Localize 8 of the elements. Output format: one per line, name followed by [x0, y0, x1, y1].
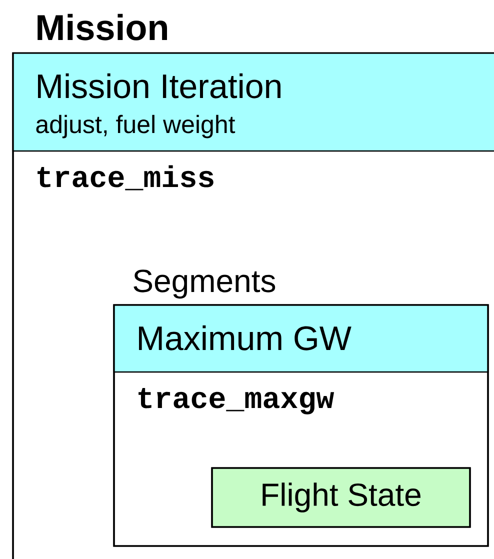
- trace-label: trace_maxgw: [138, 388, 334, 414]
- box-label: Flight State: [211, 467, 471, 528]
- box-title: Segments: [134, 270, 276, 299]
- header-title: Maximum GW: [139, 325, 352, 350]
- box-title: Mission: [38, 14, 167, 40]
- header-title: Mission Iteration: [38, 73, 280, 98]
- header-subtitle: adjust, fuel weight: [36, 114, 236, 138]
- trace-label: trace_miss: [38, 165, 214, 190]
